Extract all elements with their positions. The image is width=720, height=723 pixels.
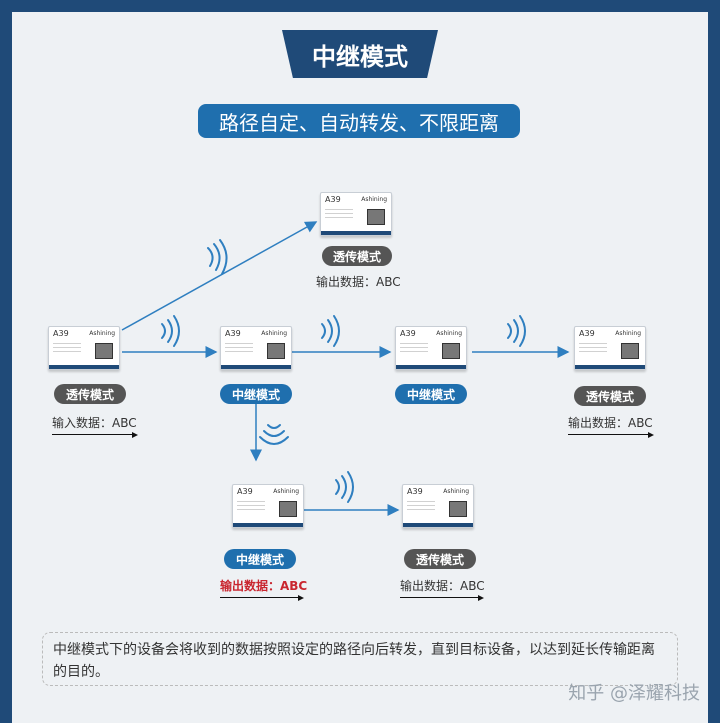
- wifi-signal-icon: [207, 239, 228, 275]
- mode-badge-top: 透传模式: [322, 246, 392, 266]
- wifi-signal-icon: [321, 315, 340, 347]
- subtitle-banner: 路径自定、自动转发、不限距离: [198, 104, 520, 138]
- data-label-bottom-right: 输出数据：ABC: [400, 579, 485, 593]
- wifi-signal-icon: [259, 424, 289, 445]
- qr-code-icon: [367, 209, 385, 225]
- wifi-signal-icon: [335, 471, 354, 503]
- data-label-bottom-relay: 输出数据：ABC: [220, 579, 308, 593]
- mode-badge-bottom-relay: 中继模式: [224, 549, 296, 569]
- watermark: 知乎 @泽耀科技: [568, 683, 700, 704]
- data-label-right: 输出数据：ABC: [568, 416, 653, 430]
- mode-badge-left: 透传模式: [54, 384, 126, 404]
- mode-badge-bottom-right: 透传模式: [404, 549, 476, 569]
- qr-code-icon: [279, 501, 297, 517]
- qr-code-icon: [267, 343, 285, 359]
- data-flow-arrow: [400, 595, 484, 601]
- wifi-signal-icon: [161, 315, 180, 347]
- wifi-signal-icon: [507, 315, 526, 347]
- mode-badge-right: 透传模式: [574, 386, 646, 406]
- qr-code-icon: [95, 343, 113, 359]
- data-label-top: 输出数据：ABC: [316, 275, 401, 289]
- data-label-left: 输入数据：ABC: [52, 416, 137, 430]
- qr-code-icon: [621, 343, 639, 359]
- page-title: 中继模式: [282, 30, 438, 78]
- qr-code-icon: [449, 501, 467, 517]
- description-note: 中继模式下的设备会将收到的数据按照设定的路径向后转发，直到目标设备，以达到延长传…: [42, 632, 678, 686]
- data-flow-arrow: [52, 432, 138, 438]
- mode-badge-relay2: 中继模式: [395, 384, 467, 404]
- data-flow-arrow: [220, 595, 304, 601]
- mode-badge-relay1: 中继模式: [220, 384, 292, 404]
- data-flow-arrow: [568, 432, 654, 438]
- link-left-top: [121, 221, 318, 331]
- qr-code-icon: [442, 343, 460, 359]
